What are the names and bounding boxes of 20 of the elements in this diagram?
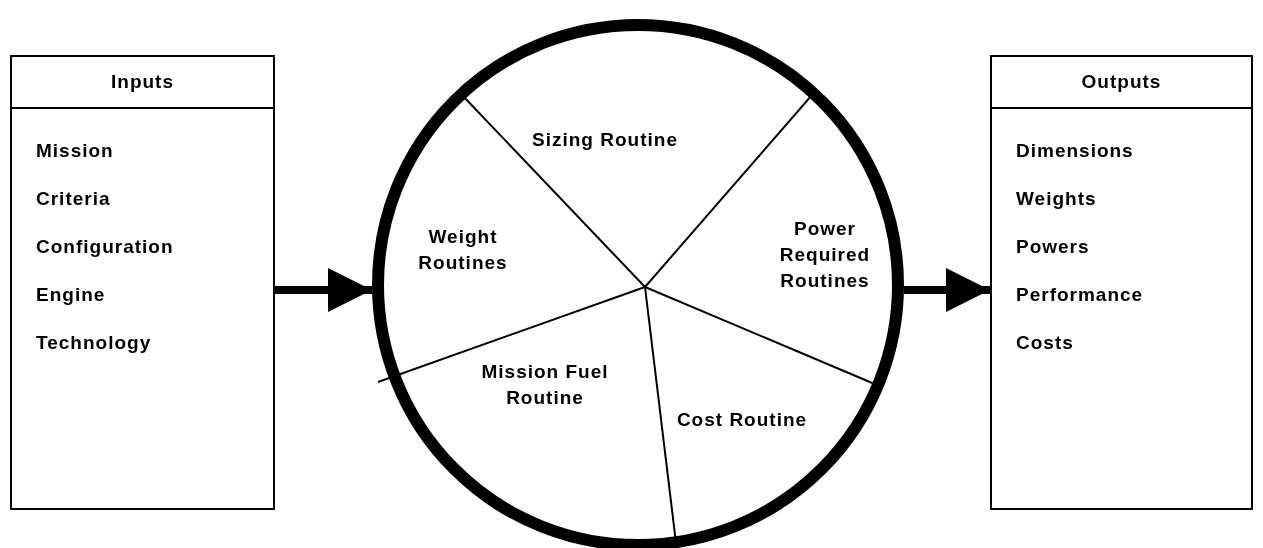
sector-label: Mission Fuel Routine: [470, 359, 620, 411]
list-item: Technology: [36, 331, 152, 355]
list-item: Costs: [1016, 331, 1074, 355]
list-box: [990, 55, 1253, 510]
list-item: Configuration: [36, 235, 174, 259]
list-item: Weights: [1016, 187, 1097, 211]
box-heading: Outputs: [1081, 71, 1162, 93]
list-item: Dimensions: [1016, 139, 1134, 163]
list-item: Criteria: [36, 187, 111, 211]
sector-label: Weight Routines: [388, 224, 538, 276]
sector-label: Power Required Routines: [750, 216, 900, 294]
list-item: Engine: [36, 283, 106, 307]
sector-label: Cost Routine: [667, 407, 817, 433]
sector-label: Sizing Routine: [530, 127, 680, 153]
list-item: Mission: [36, 139, 114, 163]
box-heading: Inputs: [111, 71, 174, 93]
list-box: [10, 55, 275, 510]
arrow: [275, 268, 372, 312]
list-item: Powers: [1016, 235, 1090, 259]
list-item: Performance: [1016, 283, 1144, 307]
